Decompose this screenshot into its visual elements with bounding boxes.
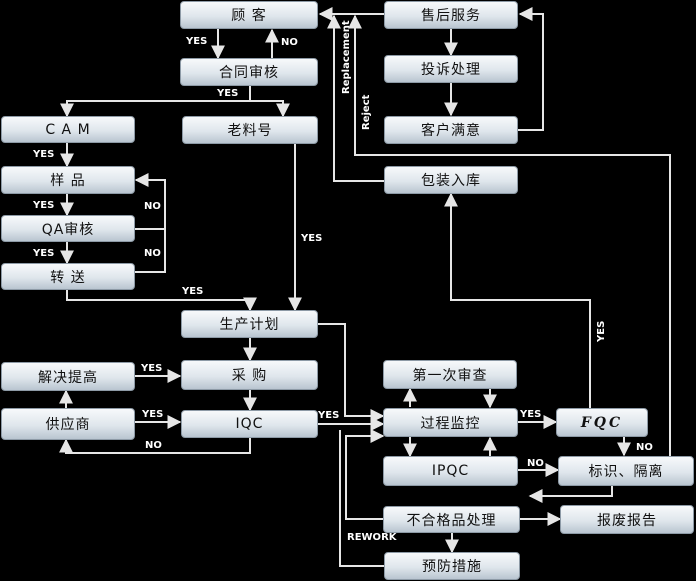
node-production-plan: 生产计划 <box>181 310 318 338</box>
node-fqc: FQC <box>556 408 648 437</box>
label-yes-customer: YES <box>186 36 208 47</box>
label-yes-transfer: YES <box>182 286 204 297</box>
label-no-ipqc: NO <box>527 458 544 469</box>
node-preventive-action: 预防措施 <box>384 552 520 580</box>
label-no-fqc: NO <box>636 442 653 453</box>
node-sample: 样 品 <box>1 166 135 194</box>
label-yes-qa: YES <box>33 248 55 259</box>
label-no-qa: NO <box>144 248 161 259</box>
label-replacement: Replacement <box>341 20 352 94</box>
label-no-customer: NO <box>281 37 298 48</box>
label-yes-contract: YES <box>217 88 239 99</box>
node-supplier: 供应商 <box>1 408 135 440</box>
label-reject: Reject <box>361 94 372 130</box>
node-qa-review: QA审核 <box>1 215 135 242</box>
node-ipqc: IPQC <box>383 456 518 486</box>
label-yes-resolve: YES <box>141 363 163 374</box>
label-yes-old-part: YES <box>301 233 323 244</box>
node-packing-storage: 包装入库 <box>384 166 518 194</box>
node-purchase: 采 购 <box>181 360 318 390</box>
node-first-inspection: 第一次审查 <box>383 360 517 389</box>
label-no-iqc: NO <box>145 440 162 451</box>
label-yes-iqc: YES <box>318 410 340 421</box>
node-contract-review: 合同审核 <box>180 58 318 86</box>
node-cam: C A M <box>1 116 135 143</box>
node-mark-isolate: 标识、隔离 <box>558 456 694 486</box>
label-yes-sample: YES <box>33 200 55 211</box>
node-after-sales: 售后服务 <box>384 1 518 29</box>
node-complaint-handling: 投诉处理 <box>384 55 518 83</box>
node-customer-satisfaction: 客户满意 <box>384 116 518 144</box>
node-scrap-report: 报废报告 <box>560 505 694 534</box>
label-yes-fqc: YES <box>596 320 607 342</box>
label-no-sample: NO <box>144 201 161 212</box>
node-transfer: 转 送 <box>1 263 135 290</box>
node-iqc: IQC <box>181 410 318 438</box>
node-process-monitoring: 过程监控 <box>383 408 518 437</box>
node-resolve-improve: 解决提高 <box>1 362 135 391</box>
label-yes-process: YES <box>520 409 542 420</box>
node-old-part-number: 老料号 <box>182 116 318 144</box>
label-rework: REWORK <box>347 532 397 543</box>
node-customer: 顾 客 <box>180 1 318 29</box>
node-nonconforming-handling: 不合格品处理 <box>383 506 520 533</box>
label-yes-cam: YES <box>33 149 55 160</box>
label-yes-supplier: YES <box>142 409 164 420</box>
